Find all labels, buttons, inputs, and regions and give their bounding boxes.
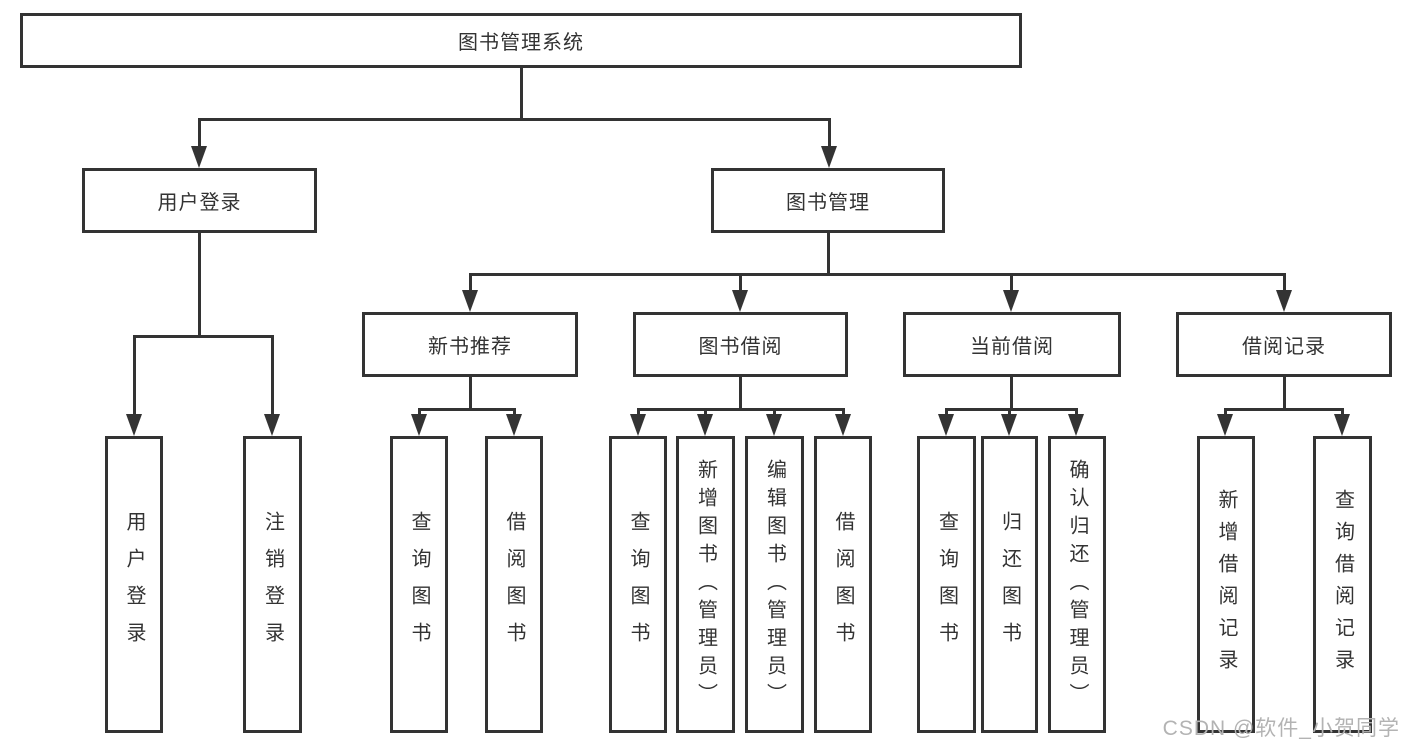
leaf-query-books-current: 查询图书 xyxy=(917,436,976,733)
arrow-down-icon xyxy=(1068,414,1084,436)
connector-line xyxy=(1283,273,1286,292)
node-label: 编辑图书（管理员） xyxy=(763,458,786,711)
connector-line xyxy=(469,377,472,411)
node-label: 新增借阅记录 xyxy=(1215,488,1237,681)
connector-line xyxy=(945,408,948,418)
connector-line xyxy=(945,408,1078,411)
connector-line xyxy=(520,68,523,120)
connector-line xyxy=(1224,408,1227,418)
node-current-borrowing: 当前借阅 xyxy=(903,312,1121,377)
connector-line xyxy=(637,408,845,411)
leaf-query-books-recommend: 查询图书 xyxy=(390,436,448,733)
node-label: 确认归还（管理员） xyxy=(1066,458,1088,711)
connector-line xyxy=(198,118,201,150)
connector-line xyxy=(739,377,742,411)
leaf-user-login: 用户登录 xyxy=(105,436,163,733)
node-label: 图书管理系统 xyxy=(458,32,584,54)
node-label: 归还图书 xyxy=(998,510,1021,659)
arrow-down-icon xyxy=(835,414,851,436)
arrow-down-icon xyxy=(506,414,522,436)
node-label: 借阅图书 xyxy=(832,510,854,659)
node-borrowing-records: 借阅记录 xyxy=(1176,312,1392,377)
arrow-down-icon xyxy=(1001,414,1017,436)
connector-line xyxy=(842,408,845,418)
node-book-borrowing: 图书借阅 xyxy=(633,312,848,377)
node-label: 查询图书 xyxy=(627,510,649,659)
node-label: 借阅图书 xyxy=(503,510,525,659)
node-label: 查询图书 xyxy=(408,510,430,659)
node-book-management: 图书管理 xyxy=(711,168,945,233)
leaf-borrow-books-recommend: 借阅图书 xyxy=(485,436,543,733)
connector-line xyxy=(133,335,136,416)
connector-line xyxy=(828,118,831,150)
node-label: 用户登录 xyxy=(123,510,145,659)
arrow-down-icon xyxy=(630,414,646,436)
node-new-book-recommendation: 新书推荐 xyxy=(362,312,578,377)
arrow-down-icon xyxy=(264,414,280,436)
leaf-add-borrow-record: 新增借阅记录 xyxy=(1197,436,1255,733)
arrow-down-icon xyxy=(191,146,207,168)
leaf-borrow-books: 借阅图书 xyxy=(814,436,872,733)
node-root-library-system: 图书管理系统 xyxy=(20,13,1022,68)
leaf-logout: 注销登录 xyxy=(243,436,302,733)
arrow-down-icon xyxy=(938,414,954,436)
node-label: 图书借阅 xyxy=(698,336,783,358)
node-label: 注销登录 xyxy=(261,510,284,659)
node-label: 查询图书 xyxy=(935,510,958,659)
connector-line xyxy=(1283,377,1286,411)
connector-line xyxy=(1010,273,1013,292)
connector-line xyxy=(418,408,421,418)
connector-line xyxy=(704,408,707,418)
connector-line xyxy=(773,408,776,418)
connector-line xyxy=(1224,408,1344,411)
node-label: 借阅记录 xyxy=(1242,336,1326,358)
arrow-down-icon xyxy=(732,290,748,312)
arrow-down-icon xyxy=(697,414,713,436)
arrow-down-icon xyxy=(766,414,782,436)
connector-line xyxy=(1008,408,1011,418)
node-label: 当前借阅 xyxy=(970,336,1054,358)
connector-line xyxy=(1341,408,1344,418)
connector-line xyxy=(1075,408,1078,418)
connector-line xyxy=(418,408,516,411)
leaf-return-books: 归还图书 xyxy=(981,436,1038,733)
arrow-down-icon xyxy=(462,290,478,312)
node-label: 图书管理 xyxy=(786,192,870,214)
leaf-add-books-admin: 新增图书（管理员） xyxy=(676,436,735,733)
connector-line xyxy=(637,408,640,418)
connector-line xyxy=(739,273,742,292)
node-user-login: 用户登录 xyxy=(82,168,317,233)
connector-line xyxy=(198,233,201,338)
leaf-query-borrow-record: 查询借阅记录 xyxy=(1313,436,1372,733)
arrow-down-icon xyxy=(411,414,427,436)
leaf-query-books-borrowing: 查询图书 xyxy=(609,436,667,733)
arrow-down-icon xyxy=(1334,414,1350,436)
leaf-edit-books-admin: 编辑图书（管理员） xyxy=(745,436,804,733)
connector-line xyxy=(1010,377,1013,411)
connector-line xyxy=(827,233,830,276)
connector-line xyxy=(198,118,831,121)
arrow-down-icon xyxy=(1276,290,1292,312)
connector-line xyxy=(271,335,274,416)
node-label: 用户登录 xyxy=(157,192,242,214)
node-label: 新增图书（管理员） xyxy=(694,458,717,711)
node-label: 查询借阅记录 xyxy=(1331,488,1354,681)
node-label: 新书推荐 xyxy=(428,336,512,358)
leaf-confirm-return-admin: 确认归还（管理员） xyxy=(1048,436,1106,733)
arrow-down-icon xyxy=(1003,290,1019,312)
connector-line xyxy=(469,273,472,292)
connector-line xyxy=(133,335,274,338)
arrow-down-icon xyxy=(1217,414,1233,436)
watermark: CSDN @软件_小贺同学 xyxy=(1162,717,1400,740)
arrow-down-icon xyxy=(821,146,837,168)
connector-line xyxy=(469,273,1286,276)
arrow-down-icon xyxy=(126,414,142,436)
connector-line xyxy=(513,408,516,418)
